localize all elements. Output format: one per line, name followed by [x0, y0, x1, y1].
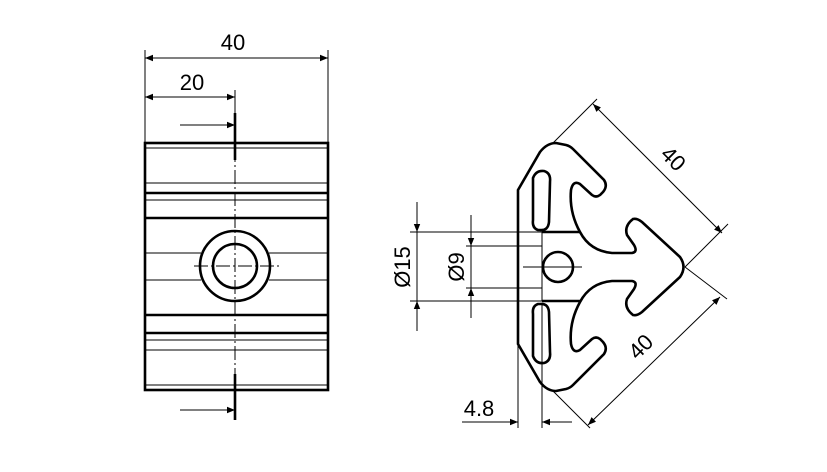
dimension-label: 20 — [180, 70, 204, 95]
dimension-label: 40 — [623, 329, 658, 364]
dimension-half-width: 20 — [145, 70, 236, 113]
dimension-label: 40 — [221, 30, 245, 55]
dimension-label: Ø9 — [444, 252, 469, 281]
dimension-label: Ø15 — [390, 246, 415, 288]
dimension-label: 40 — [656, 141, 691, 176]
dimension-counterbore-diameter: Ø15 — [390, 202, 525, 331]
dimension-side-length-bottom: 40 — [552, 266, 728, 429]
bottom-cavity — [531, 302, 552, 365]
profile-groove-lines — [145, 147, 328, 386]
top-cavity — [531, 169, 552, 232]
section-marker-bottom — [180, 374, 237, 420]
front-view-outline — [143, 141, 330, 392]
dimension-wall-thickness: 4.8 — [462, 304, 572, 428]
section-marker-top — [180, 113, 237, 160]
dimension-overall-width: 40 — [144, 30, 329, 143]
dimension-label: 4.8 — [464, 396, 495, 421]
front-view: 40 20 — [143, 30, 330, 420]
dimension-hole-diameter: Ø9 — [444, 215, 518, 318]
side-view: Ø15 Ø9 4.8 40 — [390, 98, 729, 429]
